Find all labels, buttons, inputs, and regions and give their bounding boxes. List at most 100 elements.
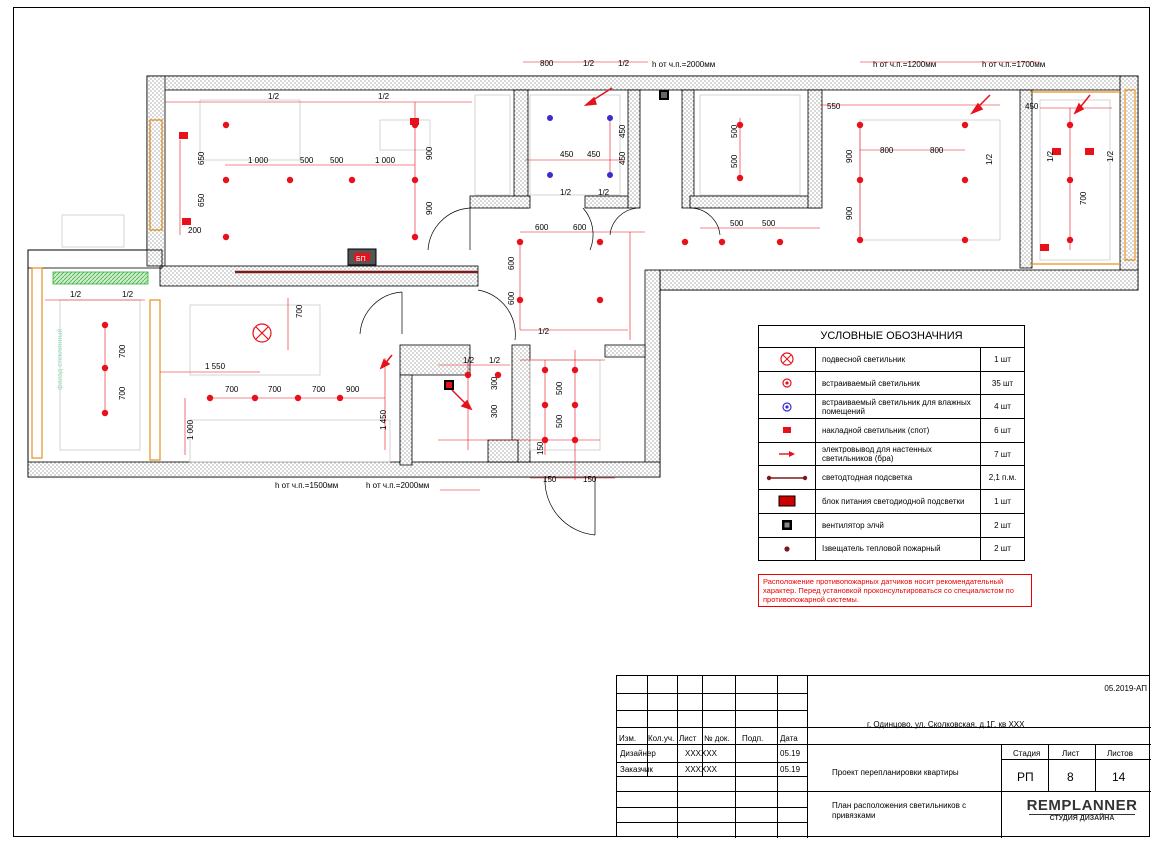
- recessed-light-icon: [782, 378, 792, 388]
- stamp-sheet-title: План расположения светильников с привязк…: [832, 801, 967, 820]
- bedroom-dim-800a: 800: [880, 146, 894, 155]
- living-half-1: 1/2: [268, 92, 280, 101]
- kitchen-dim-v700b: 700: [118, 386, 127, 400]
- legend-row: электровывод для настенных светильников …: [759, 442, 1024, 467]
- legend-row: накладной светильник (спот) 6 шт: [759, 419, 1024, 443]
- title-block: 05.2019-АП г. Одинцово, ул. Сколковская,…: [616, 675, 1151, 838]
- dim-labels: 800 1/2 1/2 h от ч.п.=2000мм h от ч.п.=1…: [70, 59, 1045, 490]
- dim-top-800: 800: [540, 59, 554, 68]
- stamp-sheet-label: Лист: [1062, 749, 1080, 758]
- legend-qty: 2,1 п.м.: [988, 473, 1017, 483]
- kitchen-half-1: 1/2: [70, 290, 82, 299]
- kitchen-dim-v700c: 700: [295, 304, 304, 318]
- bedroom-dim-550: 550: [827, 102, 841, 111]
- living-dim-900b: 900: [425, 201, 434, 215]
- bedroom-dim-800b: 800: [930, 146, 944, 155]
- wall-outlet-arrows: [379, 87, 1091, 411]
- corridor-dim-500a: 500: [555, 381, 564, 395]
- living-dim-900a: 900: [425, 146, 434, 160]
- pendant-light-icon: [780, 352, 794, 366]
- fans: [444, 90, 669, 390]
- legend-row: вентилятор элчй 2 шт: [759, 513, 1024, 538]
- kitchen-half-2: 1/2: [122, 290, 134, 299]
- bedroom-half: 1/2: [985, 153, 994, 165]
- stamp-header-doc: № док.: [704, 734, 730, 743]
- kitchen-dim-1550: 1 550: [205, 362, 226, 371]
- legend-desc: электровывод для настенных светильников …: [816, 442, 981, 466]
- wall-outlet-arrow-icon: [779, 451, 795, 458]
- height-note-5: h от ч.п.=2000мм: [366, 481, 429, 490]
- led-psu-icon: [778, 495, 796, 507]
- living-dim-3: 500: [330, 156, 344, 165]
- legend-row: светодтодная подсветка 2,1 п.м.: [759, 466, 1024, 491]
- height-note-2: h от ч.п.=1200мм: [873, 60, 936, 69]
- legend-row: встраиваемый светильник для влажных поме…: [759, 395, 1024, 420]
- legend-qty: 6 шт: [994, 425, 1011, 435]
- wardrobe-dim-v1: 500: [730, 124, 739, 138]
- legend-desc: блок питания светодиодной подсветки: [816, 490, 981, 513]
- corridor-dim-150b: 150: [583, 475, 597, 484]
- balcony-dim-450: 450: [1025, 102, 1039, 111]
- bedroom-dim-900b: 900: [845, 206, 854, 220]
- corridor-dim-150a: 150: [543, 475, 557, 484]
- legend-qty: 7 шт: [994, 449, 1011, 459]
- remplanner-logo: REMPLANNER СТУДИЯ ДИЗАЙНА: [1017, 797, 1147, 822]
- stamp-header-izm: Изм.: [619, 734, 637, 743]
- height-note-1: h от ч.п.=2000мм: [652, 60, 715, 69]
- logo-text: REMPLANNER: [1026, 797, 1138, 814]
- hall-dim-v1: 600: [507, 256, 516, 270]
- pendant-light: [252, 323, 272, 343]
- legend-qty: 35 шт: [991, 378, 1014, 388]
- stamp-designer-name: XXXXXX: [685, 749, 718, 758]
- legend-desc: подвесной светильник: [816, 348, 981, 371]
- surface-spot-icon: [783, 427, 791, 434]
- legend-title: УСЛОВНЫЕ ОБОЗНАЧНИЯ: [759, 326, 1024, 348]
- bedroom-dim-900a: 900: [845, 149, 854, 163]
- hall-half: 1/2: [538, 327, 550, 336]
- kitchen-dim-700c: 700: [312, 385, 326, 394]
- living-dim-1: 1 000: [248, 156, 269, 165]
- corridor-dim-300a: 300: [490, 376, 499, 390]
- furniture: [59, 94, 1111, 463]
- stamp-client-name: XXXXXX: [685, 765, 718, 774]
- stamp-stage-label: Стадия: [1013, 749, 1041, 758]
- kitchen-dim-900: 900: [346, 385, 360, 394]
- wet-lights: [547, 115, 613, 178]
- legend-qty: 4 шт: [994, 402, 1011, 412]
- dimension-lines: [45, 61, 1112, 491]
- led-strip-icon: [766, 475, 808, 480]
- legend-row: Iзвещатель тепловой пожарный 2 шт: [759, 537, 1024, 561]
- stamp-designer-date: 05.19: [780, 749, 801, 758]
- corridor-dim-500b: 500: [555, 414, 564, 428]
- stamp-code: 05.2019-АП: [1104, 684, 1147, 693]
- stamp-header-kolvo: Кол.уч.: [648, 734, 675, 743]
- living-half-2: 1/2: [378, 92, 390, 101]
- bath-dim-2: 450: [587, 150, 601, 159]
- legend-desc: встраиваемый светильник: [816, 371, 981, 395]
- stamp-address: г. Одинцово, ул. Сколковская, д.1Г, кв X…: [867, 720, 1025, 729]
- logo-subtext: СТУДИЯ ДИЗАЙНА: [1029, 814, 1135, 822]
- dim-top-half-1: 1/2: [583, 59, 595, 68]
- fan-icon: [782, 520, 792, 531]
- living-dim-650b: 650: [197, 193, 206, 207]
- legend-desc: накладной светильник (спот): [816, 419, 981, 442]
- legend-qty: 2 шт: [994, 520, 1011, 530]
- bath-half-1: 1/2: [560, 188, 572, 197]
- spot-lights: [179, 118, 1094, 251]
- corridor-dim-300b: 300: [490, 404, 499, 418]
- living-dim-2: 500: [300, 156, 314, 165]
- stamp-header-list: Лист: [679, 734, 697, 743]
- led-strip: [52, 271, 149, 285]
- living-dim-650a: 650: [197, 151, 206, 165]
- corridor-half-2: 1/2: [489, 356, 501, 365]
- legend-desc: светодтодная подсветка: [816, 466, 981, 490]
- bath-dim-v2: 450: [618, 151, 627, 165]
- kitchen-dim-1000: 1 000: [186, 419, 195, 440]
- dim-labels-vertical: 650 650 900 900 450 450 600 600 500 500 …: [56, 124, 1115, 455]
- stamp-designer-label: Дизайнер: [620, 749, 656, 758]
- wet-recessed-light-icon: [782, 402, 792, 412]
- bath-dim-v1: 450: [618, 124, 627, 138]
- kitchen-dim-700b: 700: [268, 385, 282, 394]
- legend-row: подвесной светильник 1 шт: [759, 348, 1024, 372]
- legend: УСЛОВНЫЕ ОБОЗНАЧНИЯ подвесной светильник…: [758, 325, 1025, 562]
